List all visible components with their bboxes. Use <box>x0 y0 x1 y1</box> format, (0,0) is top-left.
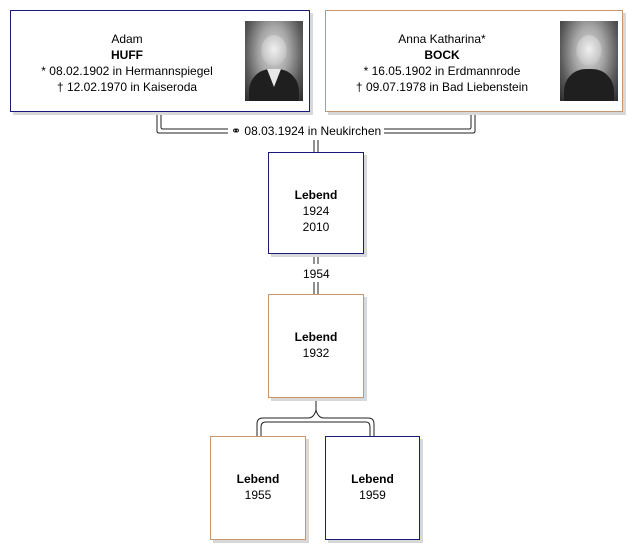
marriage-label: ⚭ 08.03.1924 in Neukirchen <box>228 124 385 138</box>
birth-icon: * <box>363 64 369 78</box>
spouse-card[interactable]: Lebend 1932 <box>268 294 364 398</box>
child-card[interactable]: Lebend 1924 2010 <box>268 152 364 254</box>
father-given-name: Adam <box>111 32 143 46</box>
mother-photo <box>560 21 618 101</box>
death-icon: † <box>56 80 64 94</box>
mother-card[interactable]: Anna Katharina* BOCK * 16.05.1902 in Erd… <box>325 10 623 112</box>
mother-surname: BOCK <box>424 48 460 62</box>
child-birth-year: 1924 <box>302 204 330 218</box>
mother-given-name: Anna Katharina* <box>398 32 486 46</box>
mother-birth: * 16.05.1902 in Erdmannrode <box>363 64 521 78</box>
father-surname: HUFF <box>111 48 143 62</box>
grandchild-name: Lebend <box>351 472 394 486</box>
child-name: Lebend <box>294 188 338 202</box>
grandchild-name: Lebend <box>236 472 280 486</box>
child-death-year: 2010 <box>302 220 330 234</box>
mother-death: † 09.07.1978 in Bad Liebenstein <box>355 80 529 94</box>
marriage-rings-icon: ⚭ <box>231 124 242 138</box>
grandchild-birth-year: 1959 <box>359 488 386 502</box>
spouse-birth-year: 1932 <box>302 346 330 360</box>
father-photo <box>245 21 303 101</box>
child-marriage-year: 1954 <box>301 267 332 281</box>
father-birth: * 08.02.1902 in Hermannspiegel <box>41 64 213 78</box>
spouse-name: Lebend <box>294 330 338 344</box>
father-death: † 12.02.1970 in Kaiseroda <box>56 80 198 94</box>
birth-icon: * <box>41 64 46 78</box>
grandchild-card-1[interactable]: Lebend 1955 <box>210 436 306 540</box>
grandchild-birth-year: 1955 <box>244 488 272 502</box>
death-icon: † <box>355 80 363 94</box>
father-card[interactable]: Adam HUFF * 08.02.1902 in Hermannspiegel… <box>10 10 310 112</box>
grandchild-card-2[interactable]: Lebend 1959 <box>325 436 420 540</box>
